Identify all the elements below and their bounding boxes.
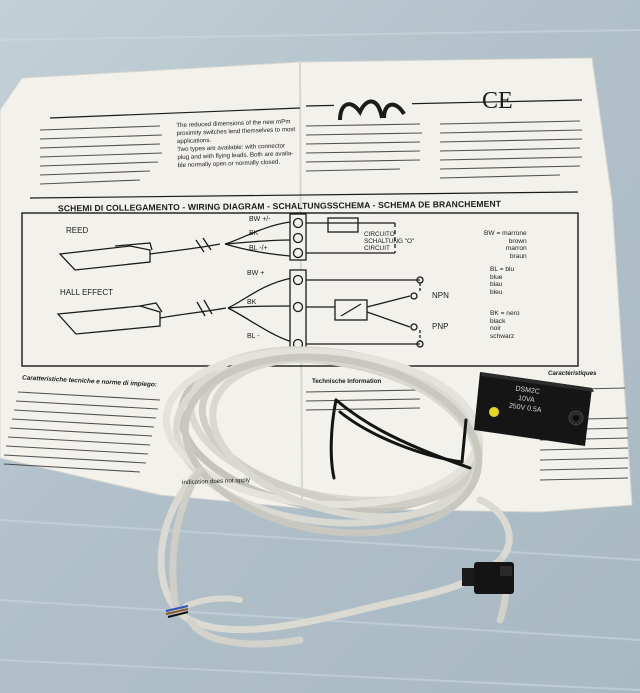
- hall-terminal-2: BK: [247, 299, 257, 306]
- legend-bk: BK = nero black noir schwarz: [490, 310, 520, 340]
- mpm-logo: [334, 92, 412, 122]
- coiled-grey-cable: [157, 346, 513, 648]
- legend-line: brown: [508, 237, 527, 245]
- section-fr-heading: Caractéristiques: [548, 370, 597, 377]
- terminal-blocks: [289, 213, 307, 355]
- reed-terminal-3: BL -/+: [249, 245, 268, 252]
- instruction-leaflet: [0, 57, 633, 513]
- circuit-line: CIRCUITO: [364, 231, 395, 238]
- cable-connector: [462, 562, 514, 594]
- legend-bl: BL = blu blue blau bleu: [490, 266, 514, 296]
- section-de-heading: Technische Information: [312, 378, 382, 385]
- legend-bw: BW = marrone brown marron braun: [484, 230, 527, 260]
- reed-terminal-2: BK: [249, 230, 259, 237]
- label-reed: REED: [66, 226, 89, 235]
- legend-line: blue: [490, 273, 503, 281]
- legend-line: black: [490, 317, 506, 325]
- hall-terminal-1: BW +: [247, 270, 265, 277]
- reed-terminal-1: BW +/-: [249, 216, 271, 223]
- hall-sensor-drawing: [56, 277, 293, 343]
- reed-sensor-drawing: [58, 221, 291, 271]
- circuit-line: SCHALTUNG "O": [364, 238, 415, 246]
- wiring-diagram-frame: [21, 212, 579, 367]
- legend-line: marron: [505, 245, 527, 253]
- stripped-wire-end: [165, 595, 243, 618]
- legend-line: BW = marrone: [484, 230, 527, 237]
- hall-terminal-3: BL -: [247, 333, 260, 340]
- sensor-label: DSM2C 10VA 250V 0.5A: [508, 384, 544, 415]
- sensor-led: [489, 407, 499, 417]
- label-hall-effect: HALL EFFECT: [60, 288, 114, 297]
- legend-line: BL = blu: [490, 266, 515, 273]
- legend-line: schwarz: [490, 332, 515, 340]
- legend-line: bleu: [490, 288, 503, 296]
- label-npn: NPN: [432, 291, 449, 300]
- proximity-sensor: [474, 372, 594, 446]
- legend-line: braun: [509, 252, 527, 260]
- circuit-label: CIRCUITO SCHALTUNG "O" CIRCUIT: [364, 231, 414, 253]
- black-cable-tie: [329, 398, 472, 480]
- intro-en-block: The reduced dimensions of the new mPm pr…: [176, 118, 302, 170]
- legend-line: BK = nero: [490, 310, 520, 317]
- circuit-line: CIRCUIT: [364, 245, 390, 253]
- printed-text-lines: [3, 120, 629, 481]
- label-pnp: PNP: [432, 322, 449, 331]
- legend-line: blau: [490, 281, 503, 289]
- circuit-wiring: [306, 217, 424, 348]
- legend-line: noir: [490, 325, 501, 333]
- ce-mark: CE: [482, 88, 513, 114]
